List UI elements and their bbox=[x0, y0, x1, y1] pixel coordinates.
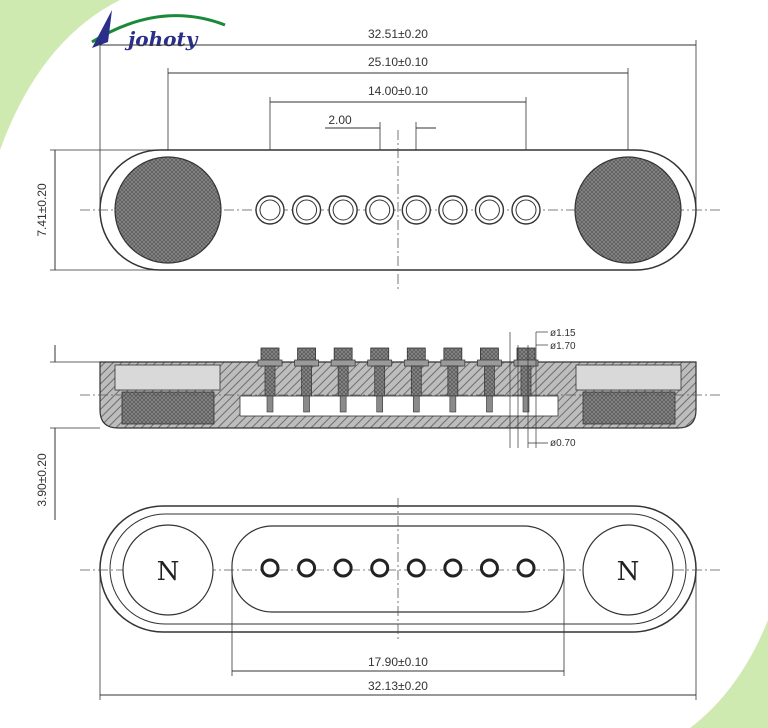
side-pin-barrel bbox=[410, 365, 422, 397]
side-pins bbox=[257, 347, 539, 413]
side-pin-barrel bbox=[520, 365, 532, 397]
side-pin-collar bbox=[513, 359, 539, 367]
logo-mark-icon bbox=[92, 10, 112, 48]
bottom-pins bbox=[260, 558, 536, 578]
bottom-pin bbox=[260, 558, 280, 578]
side-pin-tip bbox=[266, 395, 274, 413]
corner-accent-bottom-right bbox=[690, 620, 768, 728]
top-pin-inner bbox=[442, 199, 464, 221]
dim-pin-pitch: 2.00 bbox=[328, 113, 352, 127]
dim-pin-span: 14.00±0.10 bbox=[368, 84, 428, 98]
top-pin-inner bbox=[332, 199, 354, 221]
side-pin-tip bbox=[522, 395, 530, 413]
dim-overall-length: 32.51±0.20 bbox=[368, 27, 428, 41]
bottom-pin bbox=[333, 558, 353, 578]
logo: johoty bbox=[91, 10, 226, 51]
top-pin-inner bbox=[296, 199, 318, 221]
side-pin-tip bbox=[376, 395, 384, 413]
top-pin-inner bbox=[369, 199, 391, 221]
side-pin-collar bbox=[477, 359, 502, 367]
logo-text: johoty bbox=[124, 27, 199, 51]
side-pin-barrel bbox=[374, 365, 386, 397]
side-pin-collar bbox=[367, 359, 393, 367]
dim-magnet-pitch: 25.10±0.10 bbox=[368, 55, 428, 69]
magnet-right-label: N bbox=[617, 557, 640, 587]
dim-height: 7.41±0.20 bbox=[35, 183, 49, 237]
magnet-left-bottom bbox=[122, 524, 214, 616]
side-cavity bbox=[239, 395, 559, 417]
top-pin-inner bbox=[259, 199, 281, 221]
bottom-pin bbox=[297, 558, 317, 578]
magnet-left-label: N bbox=[157, 557, 180, 587]
side-pin-barrel bbox=[484, 365, 495, 397]
top-pin-inner bbox=[515, 199, 537, 221]
side-pin-collar bbox=[257, 359, 283, 367]
side-view: 3.90±0.20 ø1.15 ø1.70 ø0.70 bbox=[35, 328, 720, 520]
corner-accent-top-left bbox=[0, 0, 120, 150]
dim-diameter-3: ø0.70 bbox=[550, 438, 576, 449]
bottom-pin bbox=[516, 558, 536, 578]
side-pin-collar bbox=[440, 359, 466, 367]
side-pin-barrel bbox=[447, 365, 459, 397]
bottom-pin bbox=[479, 558, 499, 578]
side-pin-collar bbox=[403, 359, 429, 367]
side-pin-barrel bbox=[301, 365, 312, 397]
dim-bottom-overall-length: 32.13±0.20 bbox=[368, 679, 428, 693]
top-pin-inner bbox=[405, 199, 427, 221]
magnet-right-bottom bbox=[582, 524, 674, 616]
dim-diameter-1: ø1.15 bbox=[550, 328, 576, 339]
dim-diameter-2: ø1.70 bbox=[550, 341, 576, 352]
side-pin-collar bbox=[330, 359, 356, 367]
bottom-pin bbox=[370, 558, 390, 578]
side-pin-tip bbox=[339, 395, 347, 413]
side-pin-tip bbox=[486, 395, 493, 413]
side-pin-tip bbox=[303, 395, 310, 413]
side-pin-tip bbox=[449, 395, 457, 413]
magnet-right-top bbox=[574, 156, 682, 264]
bottom-pin bbox=[443, 558, 463, 578]
bottom-view: N N 17.90±0.10 32.13±0.20 bbox=[80, 498, 720, 700]
magnet-left-top bbox=[114, 156, 222, 264]
side-pin-barrel bbox=[264, 365, 276, 397]
top-pins bbox=[255, 195, 541, 225]
top-pin-inner bbox=[478, 199, 500, 221]
side-pin-tip bbox=[412, 395, 420, 413]
top-view: 32.51±0.20 25.10±0.10 14.00±0.10 2.00 7.… bbox=[35, 27, 720, 290]
dim-thickness: 3.90±0.20 bbox=[35, 453, 49, 507]
bottom-pin bbox=[406, 558, 426, 578]
side-pin-barrel bbox=[337, 365, 349, 397]
side-pin-collar bbox=[294, 359, 319, 367]
dim-inner-length: 17.90±0.10 bbox=[368, 655, 428, 669]
